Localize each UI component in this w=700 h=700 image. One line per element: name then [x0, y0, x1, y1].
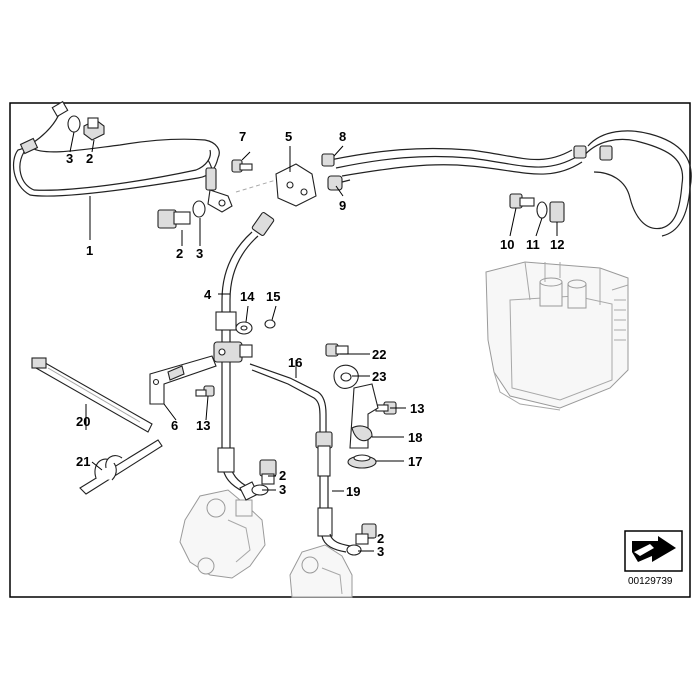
- arrow-stamp-icon: [632, 536, 676, 562]
- leader-lines: [69, 131, 558, 552]
- cable-tie-20: [31, 357, 153, 433]
- callout-8: 8: [339, 129, 346, 144]
- connector-9: [327, 175, 351, 191]
- callout-3: 3: [66, 151, 73, 166]
- junction-block-5: [235, 163, 317, 207]
- washer-15: [264, 319, 276, 329]
- brake-line-8: [321, 130, 692, 237]
- callout-7: 7: [239, 129, 246, 144]
- abs-unit: [485, 261, 629, 411]
- cable-clip-21: [79, 439, 163, 495]
- callout-4: 4: [204, 287, 212, 302]
- callout-15: 15: [266, 289, 280, 304]
- bolt-2-top-left: [83, 117, 105, 141]
- bolt-2-front-caliper: [259, 459, 277, 485]
- callout-12: 12: [550, 237, 564, 252]
- bolt-2-rear-caliper: [355, 523, 377, 545]
- grommet-17: [347, 454, 377, 469]
- callout-3: 3: [279, 482, 286, 497]
- callout-14: 14: [240, 289, 255, 304]
- bolt-10: [509, 193, 535, 209]
- callout-2: 2: [279, 468, 286, 483]
- brake-line-1: [12, 100, 233, 213]
- clip-23: [333, 364, 359, 389]
- callout-23: 23: [372, 369, 386, 384]
- callout-5: 5: [285, 129, 292, 144]
- washer-3-rear-caliper: [346, 544, 362, 556]
- callout-2: 2: [176, 246, 183, 261]
- reference-code: 00129739: [628, 576, 673, 587]
- bolt-13-left: [195, 385, 215, 397]
- rear-caliper: [289, 544, 353, 598]
- callout-2: 2: [377, 531, 384, 546]
- callouts: 1 2 3 2 3 4 5 6 7 8 9 10 11 12 13 13 14 …: [66, 129, 564, 559]
- bracket-6: [149, 355, 217, 405]
- callout-2: 2: [86, 151, 93, 166]
- callout-19: 19: [346, 484, 360, 499]
- callout-1: 1: [86, 243, 93, 258]
- reference-stamp: 00129739: [624, 530, 683, 587]
- washer-3-mid: [192, 200, 206, 218]
- brake-line-16: [249, 363, 327, 432]
- washer-3-top-left: [67, 115, 81, 133]
- bolt-2-mid: [157, 209, 191, 229]
- callout-3: 3: [377, 544, 384, 559]
- callout-11: 11: [526, 237, 540, 252]
- bracket-18: [349, 383, 379, 449]
- callout-21: 21: [76, 454, 90, 469]
- callout-22: 22: [372, 347, 386, 362]
- bolt-7: [231, 159, 253, 173]
- callout-10: 10: [500, 237, 514, 252]
- brake-hose-19: [315, 431, 351, 553]
- callout-13: 13: [196, 418, 210, 433]
- callout-20: 20: [76, 414, 90, 429]
- bolt-22: [325, 343, 349, 357]
- washer-11: [536, 201, 548, 219]
- stamp-box: [624, 530, 683, 572]
- front-caliper: [179, 489, 266, 579]
- callout-18: 18: [408, 430, 422, 445]
- callout-13: 13: [410, 401, 424, 416]
- t-piece: [213, 341, 253, 363]
- callout-16: 16: [288, 355, 302, 370]
- washer-14: [235, 321, 253, 335]
- callout-9: 9: [339, 198, 346, 213]
- fitting-12: [549, 201, 565, 223]
- callout-17: 17: [408, 454, 422, 469]
- callout-6: 6: [171, 418, 178, 433]
- brake-hose-4: [215, 212, 275, 501]
- callout-3: 3: [196, 246, 203, 261]
